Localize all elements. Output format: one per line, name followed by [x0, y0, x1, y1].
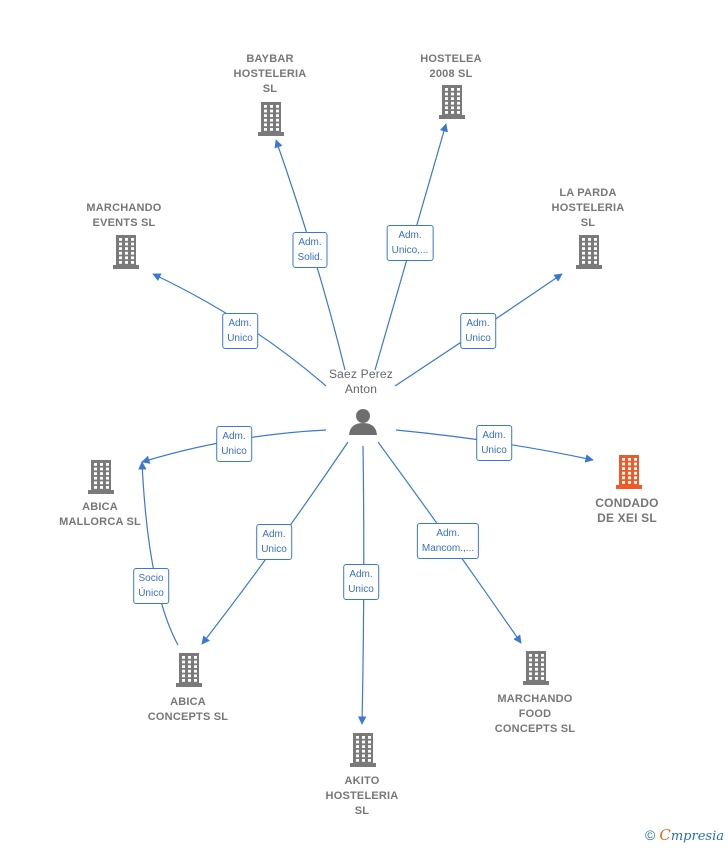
- building-icon-condado: [616, 455, 642, 489]
- company-label-marchando-food[interactable]: MARCHANDO FOOD CONCEPTS SL: [494, 693, 576, 735]
- edge-abica-concepts-to-abica-mallorca: [138, 461, 179, 646]
- icons-layer: [88, 85, 642, 767]
- copyright-symbol: ©: [645, 827, 656, 843]
- company-label-akito[interactable]: AKITO HOSTELERIA SL: [325, 775, 399, 817]
- building-icon-hostelea: [439, 85, 465, 119]
- edge-label-condado[interactable]: Adm. Unico: [476, 425, 512, 461]
- building-icon-marchando-events: [113, 235, 139, 269]
- edge-label-la-parda[interactable]: Adm. Unico: [460, 313, 496, 349]
- edge-label-abica-concepts[interactable]: Adm. Unico: [256, 524, 292, 560]
- company-label-abica-mallorca[interactable]: ABICA MALLORCA SL: [59, 501, 141, 528]
- building-icon-akito: [350, 733, 376, 767]
- edge-label-marchando-food[interactable]: Adm. Mancom.,...: [416, 523, 480, 559]
- company-label-abica-concepts[interactable]: ABICA CONCEPTS SL: [147, 696, 229, 723]
- edge-label-abica-mallorca[interactable]: Adm. Unico: [216, 426, 252, 462]
- company-label-condado[interactable]: CONDADO DE XEI SL: [595, 496, 659, 525]
- edge-label-abica-mallorca[interactable]: Socio Único: [133, 568, 169, 604]
- brand-name: mpresia: [670, 829, 724, 844]
- company-label-baybar[interactable]: BAYBAR HOSTELERIA SL: [233, 53, 307, 95]
- brand-initial: C: [659, 826, 671, 844]
- company-label-hostelea[interactable]: HOSTELEA 2008 SL: [420, 53, 482, 80]
- building-icon-marchando-food: [523, 651, 549, 685]
- edge-label-akito[interactable]: Adm. Unico: [343, 564, 379, 600]
- company-label-marchando-events[interactable]: MARCHANDO EVENTS SL: [86, 202, 162, 229]
- building-icon-abica-concepts: [176, 653, 202, 687]
- building-icon-baybar: [258, 102, 284, 136]
- person-icon: [349, 409, 377, 435]
- edge-label-marchando-events[interactable]: Adm. Unico: [222, 313, 258, 349]
- company-label-la-parda[interactable]: LA PARDA HOSTELERIA SL: [551, 187, 625, 229]
- empresia-brand[interactable]: ©Cmpresia: [645, 826, 724, 844]
- edge-label-baybar[interactable]: Adm. Solid.: [292, 232, 328, 268]
- person-name-label[interactable]: Saez Perez Anton: [328, 367, 394, 396]
- building-icon-la-parda: [576, 235, 602, 269]
- edge-label-hostelea[interactable]: Adm. Unico,...: [386, 225, 434, 261]
- building-icon-abica-mallorca: [88, 460, 114, 494]
